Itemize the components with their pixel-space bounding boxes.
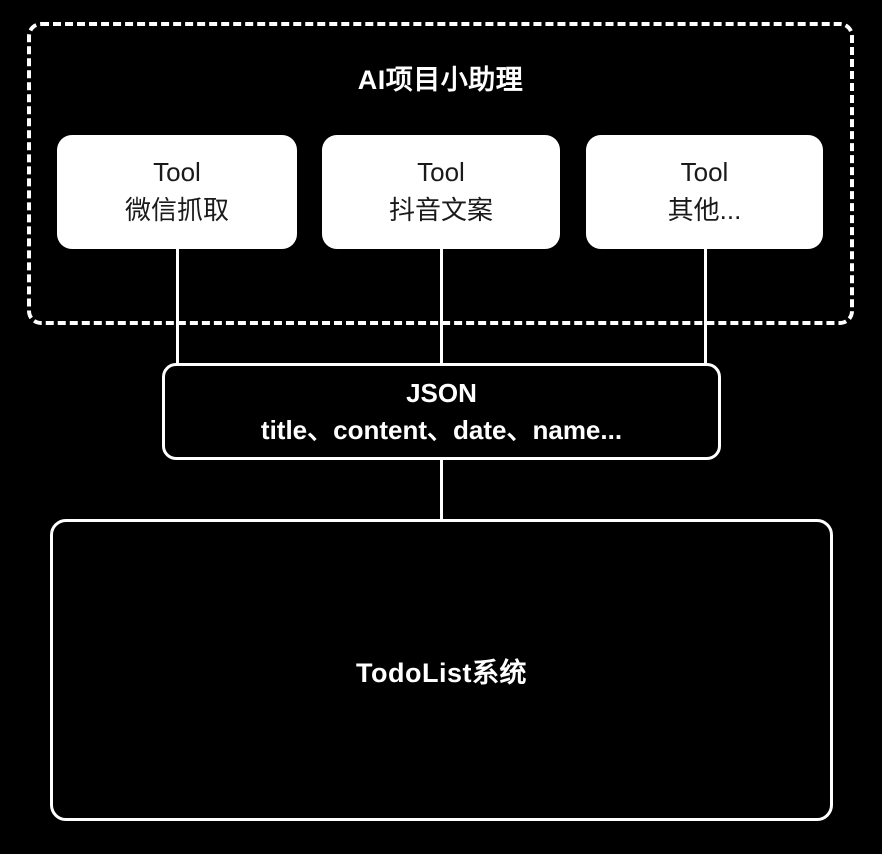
tool-card-kind-label: Tool — [680, 157, 729, 188]
json-payload-node[interactable]: JSON title、content、date、name... — [162, 363, 721, 460]
tool-card-name-label: 其他... — [667, 195, 742, 225]
connector-json-to-todolist — [440, 459, 443, 520]
tool-card-name-label: 抖音文案 — [388, 195, 493, 225]
todolist-system-node[interactable]: TodoList系统 — [50, 519, 833, 821]
tool-card-name-label: 微信抓取 — [124, 195, 229, 225]
tool-card-douyin-copywriting[interactable]: Tool 抖音文案 — [322, 135, 560, 249]
json-node-fields: title、content、date、name... — [260, 414, 623, 445]
ai-assistant-group-title: AI项目小助理 — [357, 65, 524, 95]
json-node-title: JSON — [406, 377, 477, 408]
tool-card-other[interactable]: Tool 其他... — [586, 135, 823, 249]
connector-tool3-to-json — [704, 249, 707, 365]
tool-card-kind-label: Tool — [153, 157, 201, 188]
connector-tool2-to-json — [440, 249, 443, 365]
tool-card-wechat-scrape[interactable]: Tool 微信抓取 — [57, 135, 297, 249]
tool-card-kind-label: Tool — [417, 157, 465, 188]
connector-tool1-to-json — [176, 249, 179, 365]
todolist-system-label: TodoList系统 — [356, 657, 527, 688]
